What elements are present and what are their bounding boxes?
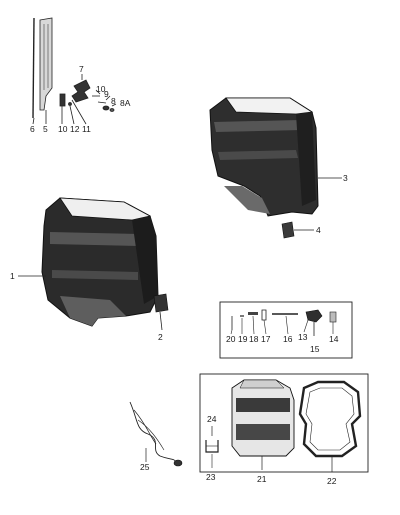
- callout-22: 21: [257, 474, 267, 484]
- callout-4: 4: [316, 225, 321, 235]
- callout-16: 15: [310, 344, 320, 354]
- callout-5: 5: [43, 124, 48, 134]
- spring-part-19: [248, 312, 258, 315]
- clip-part-7: [71, 79, 91, 103]
- linkage-parts-group: [32, 17, 117, 125]
- callout-23: 22: [327, 476, 337, 486]
- inset-frame-14-21: [219, 301, 353, 359]
- callout-17: 16: [283, 334, 293, 344]
- callout-18: 17: [261, 334, 271, 344]
- inset-frame-22-25: [199, 373, 369, 473]
- bracket-part-15: [329, 311, 337, 323]
- callout-24: 23: [206, 472, 216, 482]
- clip-part-24-25: [205, 426, 219, 468]
- grommet-part-4: [281, 221, 314, 239]
- callout-15: 14: [329, 334, 339, 344]
- callout-11: 10: [58, 124, 68, 134]
- cable-part-26: [129, 401, 183, 467]
- callout-10: 10: [96, 84, 106, 94]
- callout-25: 24: [207, 414, 217, 424]
- callout-14: 13: [298, 332, 308, 342]
- callout-12: 11: [82, 124, 91, 134]
- cover-seal-inset: [199, 373, 369, 473]
- callout-8a: 8A: [120, 98, 131, 108]
- nut-part-8a: [109, 108, 115, 112]
- callout-labels: 6 5 7 10 12 11 10 9 8 3 4 1 2 20 19 18 1…: [10, 64, 348, 486]
- hardware-kit-inset: [219, 301, 353, 359]
- cover-part-22: [231, 379, 295, 470]
- lower-cowl-part-1: [18, 197, 159, 327]
- seal-part-2: [153, 293, 169, 331]
- callout-26: 25: [140, 462, 150, 472]
- callout-20: 19: [238, 334, 248, 344]
- gasket-part-23: [298, 380, 362, 472]
- callout-8: 8: [111, 96, 116, 106]
- callout-13: 12: [70, 124, 80, 134]
- bracket-part-5: [39, 17, 53, 111]
- callout-6: 6: [30, 124, 35, 134]
- callout-9: 9: [104, 89, 109, 99]
- clip-part-18: [261, 309, 267, 321]
- callout-3: 3: [343, 173, 348, 183]
- upper-cowl-part-3: [209, 97, 342, 217]
- washer-part-9: [97, 101, 107, 104]
- callout-2: 2: [158, 332, 163, 342]
- link-part-11: [59, 93, 66, 107]
- callout-1: 1: [10, 271, 15, 281]
- pin-part-13: [68, 102, 72, 106]
- callout-21: 20: [226, 334, 236, 344]
- callout-7: 7: [79, 64, 84, 74]
- rod-part-6: [32, 17, 35, 119]
- callout-19: 18: [249, 334, 259, 344]
- nut-part-8: [102, 105, 110, 111]
- latch-part-14: [305, 309, 323, 323]
